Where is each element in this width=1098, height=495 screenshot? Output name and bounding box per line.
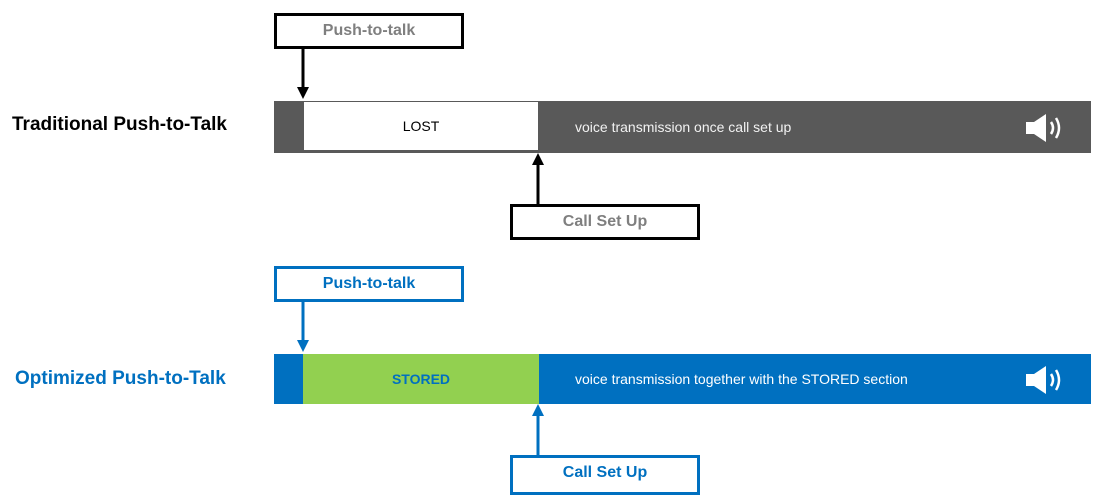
optimized-title: Optimized Push-to-Talk — [15, 368, 226, 389]
traditional-callsetup-label: Call Set Up — [562, 213, 648, 230]
traditional-ptt-arrow — [297, 49, 309, 99]
stored-segment: STORED — [303, 354, 539, 404]
traditional-callsetup-callout: Call Set Up — [510, 204, 700, 240]
traditional-voice-label: voice transmission once call set up — [575, 119, 792, 135]
traditional-callsetup-arrow — [532, 153, 544, 204]
traditional-title: Traditional Push-to-Talk — [12, 114, 227, 135]
lost-segment: LOST — [303, 101, 539, 151]
optimized-voice-label: voice transmission together with the STO… — [575, 371, 908, 387]
optimized-ptt-callout: Push-to-talk — [274, 266, 464, 302]
traditional-voice: voice transmission once call set up — [539, 101, 1019, 153]
optimized-callsetup-label: Call Set Up — [562, 464, 648, 481]
lost-label: LOST — [402, 118, 440, 134]
speaker-icon — [1026, 366, 1061, 394]
traditional-ptt-callout: Push-to-talk — [274, 13, 464, 49]
optimized-ptt-arrow — [297, 302, 309, 352]
optimized-callsetup-arrow — [532, 404, 544, 455]
optimized-callsetup-callout: Call Set Up — [510, 455, 700, 495]
optimized-voice: voice transmission together with the STO… — [539, 354, 1019, 404]
speaker-icon — [1026, 114, 1061, 142]
traditional-ptt-label: Push-to-talk — [322, 22, 416, 39]
stored-label: STORED — [391, 371, 451, 387]
optimized-ptt-label: Push-to-talk — [322, 275, 416, 292]
